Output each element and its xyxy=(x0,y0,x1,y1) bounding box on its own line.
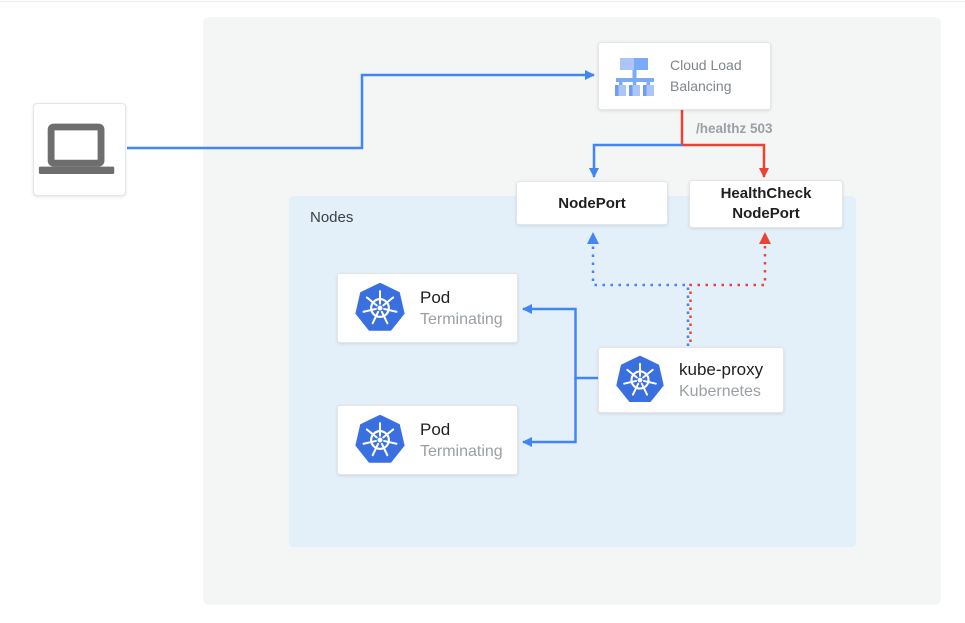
pod-1-title: Pod xyxy=(420,288,451,307)
top-divider xyxy=(0,1,965,2)
kubernetes-icon xyxy=(353,281,407,335)
pod-2-status: Terminating xyxy=(420,443,503,460)
kubernetes-icon xyxy=(353,413,407,467)
nodeport-node: NodePort xyxy=(516,181,668,225)
pod-1-node: Pod Terminating xyxy=(337,273,518,343)
nodes-container-label: Nodes xyxy=(310,209,354,226)
kube-proxy-node: kube-proxy Kubernetes xyxy=(598,347,784,413)
client-laptop-node xyxy=(33,103,126,196)
laptop-icon xyxy=(34,103,125,196)
kube-proxy-subtitle: Kubernetes xyxy=(679,383,761,400)
kubernetes-icon xyxy=(614,354,666,406)
pod-1-status: Terminating xyxy=(420,311,503,328)
pod-2-title: Pod xyxy=(420,420,451,439)
healthcheck-nodeport-label-line1: HealthCheck xyxy=(720,185,812,202)
healthcheck-nodeport-node: HealthCheck NodePort xyxy=(689,180,843,228)
healthcheck-nodeport-label-line2: NodePort xyxy=(732,205,800,222)
nodeport-label: NodePort xyxy=(558,194,626,212)
kube-proxy-title: kube-proxy xyxy=(679,360,764,379)
load-balancer-icon xyxy=(612,55,658,97)
cloud-load-balancing-label: Cloud Load Balancing xyxy=(670,57,742,94)
cloud-load-balancing-node: Cloud Load Balancing xyxy=(598,42,771,110)
pod-2-node: Pod Terminating xyxy=(337,405,518,475)
healthz-503-label: /healthz 503 xyxy=(696,121,773,136)
